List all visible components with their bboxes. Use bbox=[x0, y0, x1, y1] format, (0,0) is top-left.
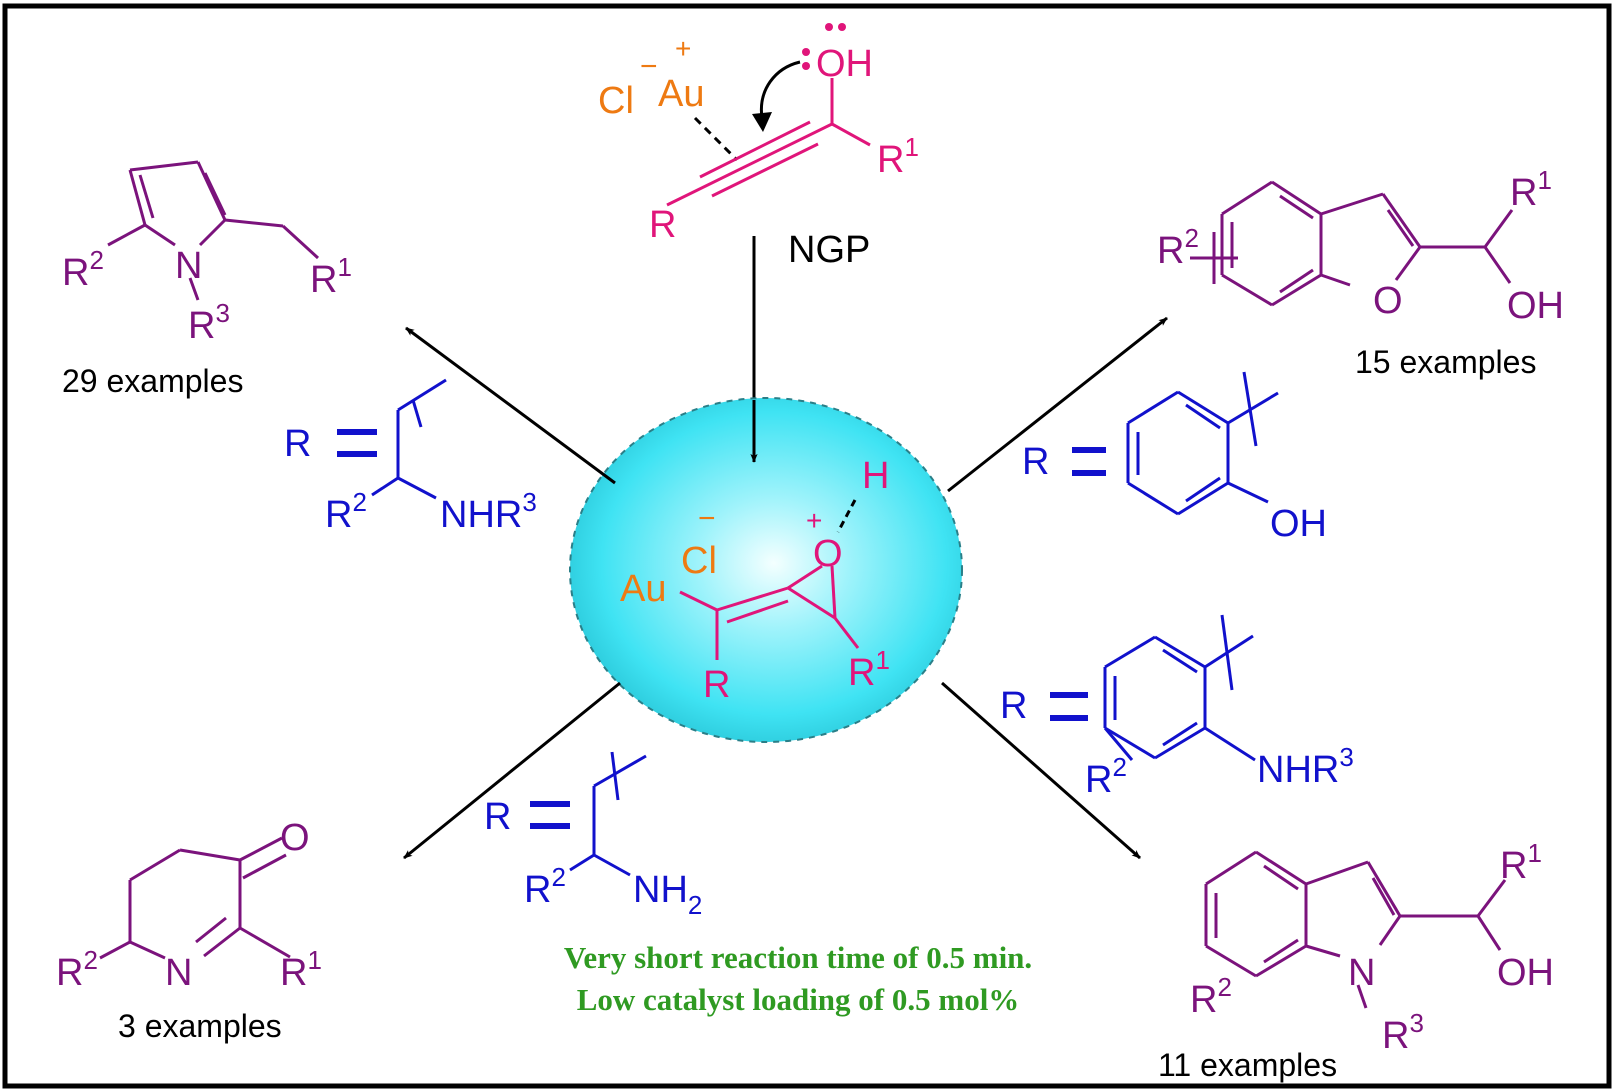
note-reaction-time: Very short reaction time of 0.5 min. bbox=[564, 940, 1032, 975]
indole-product bbox=[1204, 850, 1507, 1009]
arrow-to-benzofuran bbox=[947, 316, 1168, 493]
arrow-to-pyridinone bbox=[403, 681, 621, 860]
center-o-charge: + bbox=[806, 505, 822, 536]
pyridinone-r2-label: R2 bbox=[56, 945, 98, 994]
top-curved-arrow bbox=[759, 60, 801, 119]
benzofuran-o-label: O bbox=[1373, 280, 1403, 322]
benzofuran-oh-label: OH bbox=[1507, 285, 1564, 327]
top-r1-label: R1 bbox=[877, 132, 919, 181]
pyrrole-n-label: N bbox=[175, 245, 202, 287]
top-au-charge: + bbox=[675, 33, 691, 64]
substituent-amine-nh2 bbox=[530, 751, 647, 877]
aniline-r-label: R bbox=[1000, 685, 1027, 727]
center-au-label: Au bbox=[620, 568, 666, 610]
substituent-aniline bbox=[1050, 614, 1256, 762]
pyridinone-product bbox=[99, 836, 291, 960]
top-au-label: Au bbox=[658, 73, 704, 115]
center-h-label: H bbox=[862, 455, 889, 497]
indole-count: 11 examples bbox=[1158, 1047, 1337, 1083]
note-catalyst-loading: Low catalyst loading of 0.5 mol% bbox=[577, 982, 1020, 1017]
benzofuran-count: 15 examples bbox=[1355, 344, 1536, 380]
indole-r2-label: R2 bbox=[1190, 972, 1232, 1021]
pyrrole-count: 29 examples bbox=[62, 363, 243, 399]
top-au-dashed-bond bbox=[693, 116, 739, 162]
benzofuran-r1-label: R1 bbox=[1510, 165, 1552, 214]
amine-nh2-nh2-label: NH2 bbox=[633, 869, 702, 920]
amine-nh-r-label: R bbox=[284, 423, 311, 465]
intermediate-sphere bbox=[569, 397, 963, 743]
indole-oh-label: OH bbox=[1497, 952, 1554, 994]
amine-nh-r2-label: R2 bbox=[325, 487, 367, 536]
indole-r1-label: R1 bbox=[1500, 838, 1542, 887]
pyrrole-r2-label: R2 bbox=[62, 245, 104, 294]
pyrrole-r3-label: R3 bbox=[188, 298, 230, 347]
indole-r3-label: R3 bbox=[1382, 1008, 1424, 1057]
substituent-amine-nh bbox=[337, 378, 447, 500]
aniline-nhr3-label: NHR3 bbox=[1257, 742, 1354, 791]
aniline-r2-label: R2 bbox=[1085, 752, 1127, 801]
top-cl-label: Cl bbox=[598, 80, 634, 122]
pyridinone-count: 3 examples bbox=[118, 1008, 282, 1044]
indole-n-label: N bbox=[1348, 952, 1375, 994]
center-r-label: R bbox=[703, 664, 730, 706]
top-r-label: R bbox=[649, 204, 676, 246]
top-propargyl-alcohol: Cl − Au + OH R1 R NGP bbox=[598, 23, 919, 271]
top-cl-charge: − bbox=[640, 50, 658, 83]
amine-nh2-r2-label: R2 bbox=[524, 862, 566, 911]
pyridinone-o-label: O bbox=[280, 817, 310, 859]
top-oh-label: OH bbox=[816, 43, 873, 85]
benzofuran-product bbox=[1190, 180, 1514, 307]
phenol-oh-label: OH bbox=[1270, 503, 1327, 545]
arrow-to-pyrrole bbox=[405, 326, 616, 485]
frame-border bbox=[2, 3, 1612, 1089]
phenol-r-label: R bbox=[1022, 441, 1049, 483]
benzofuran-r2-label: R2 bbox=[1157, 223, 1199, 272]
oxonium-intermediate: − Cl Au + O H R R1 bbox=[620, 455, 890, 706]
pyridinone-n-label: N bbox=[165, 952, 192, 994]
pyrrole-r1-label: R1 bbox=[310, 252, 352, 301]
pyridinone-r1-label: R1 bbox=[280, 945, 322, 994]
center-cl-label: Cl bbox=[681, 540, 717, 582]
center-r1-label: R1 bbox=[848, 645, 890, 694]
arrow-to-indole bbox=[941, 681, 1141, 860]
pyrrole-product bbox=[107, 160, 320, 301]
ngp-label: NGP bbox=[788, 229, 870, 271]
amine-nh-nhr3-label: NHR3 bbox=[440, 487, 537, 536]
center-cl-charge: − bbox=[698, 502, 716, 535]
amine-nh2-r-label: R bbox=[484, 796, 511, 838]
substituent-phenol bbox=[1072, 371, 1279, 516]
